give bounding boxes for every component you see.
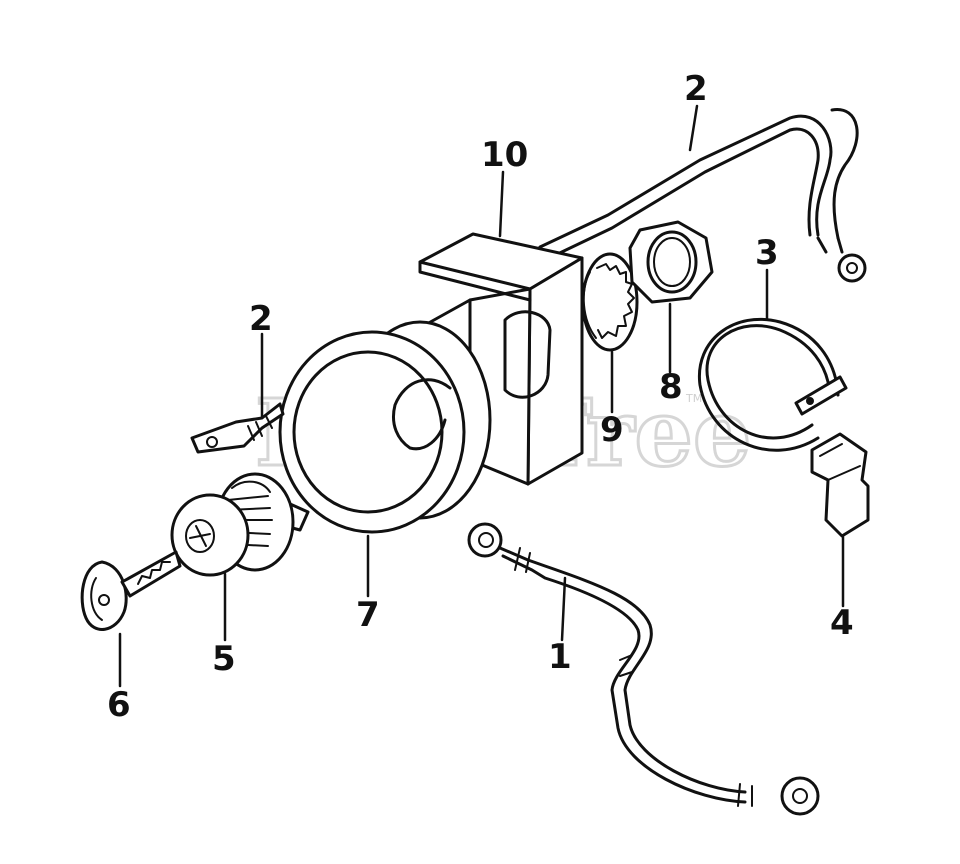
callout-5: 5 [212, 639, 236, 679]
callout-7: 7 [356, 595, 380, 635]
callout-4: 4 [830, 603, 854, 643]
part-4-clip[interactable] [810, 432, 870, 538]
callout-10: 10 [481, 135, 528, 175]
leader-lines [118, 104, 845, 688]
callouts: 2 10 3 2 8 9 4 7 1 5 6 [107, 69, 854, 725]
part-10-bracket[interactable] [418, 232, 584, 486]
leader-2-upper [688, 104, 699, 152]
callout-2-lower: 2 [249, 299, 273, 339]
leader-10 [498, 170, 505, 238]
part-7-bezel[interactable] [278, 320, 492, 534]
part-8-nut[interactable] [628, 220, 714, 304]
part-1-lower-wire[interactable] [467, 522, 820, 816]
part-3-clamp[interactable] [697, 317, 848, 452]
part-2-upper-wire[interactable] [538, 108, 867, 283]
part-2-terminal[interactable] [190, 402, 285, 454]
callout-8: 8 [659, 367, 683, 407]
watermark-tm: TM [685, 392, 702, 405]
callout-2-upper: 2 [684, 69, 708, 109]
part-5-lock-cylinder[interactable] [170, 472, 310, 577]
part-6-key[interactable] [80, 550, 182, 631]
callout-9: 9 [600, 410, 624, 450]
callout-1: 1 [548, 637, 572, 677]
callout-3: 3 [755, 233, 779, 273]
part-9-washer[interactable] [581, 252, 639, 352]
leader-1 [560, 576, 567, 642]
callout-6: 6 [107, 685, 131, 725]
